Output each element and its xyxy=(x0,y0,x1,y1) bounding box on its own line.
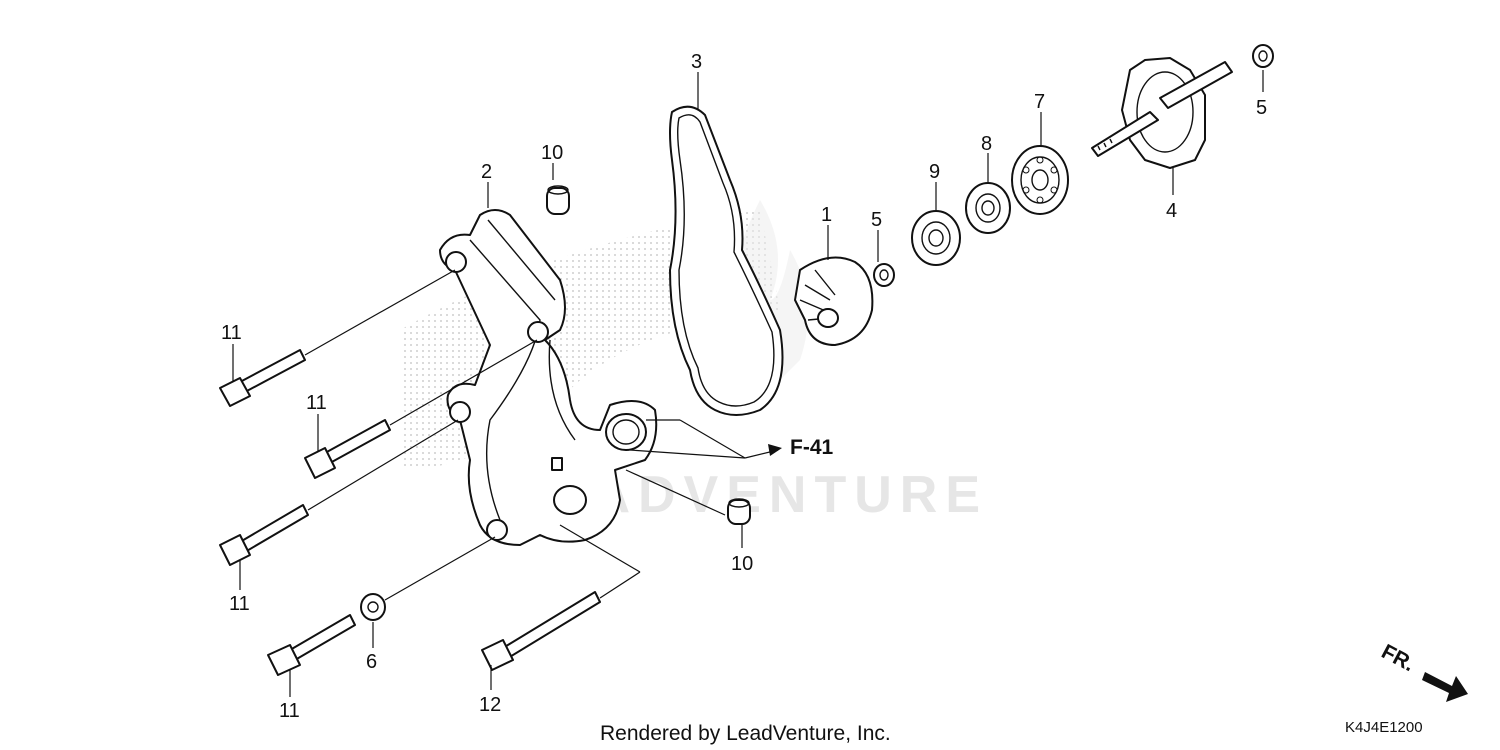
oil-seal-part xyxy=(965,182,1011,234)
bolt-part-11a xyxy=(219,349,306,407)
footer-credit: Rendered by LeadVenture, Inc. xyxy=(600,722,891,745)
washer-part-6 xyxy=(360,593,386,621)
callout-2: 2 xyxy=(481,161,492,183)
watermark-logo xyxy=(733,200,808,410)
front-direction-indicator: FR. xyxy=(1378,640,1468,702)
callout-12: 12 xyxy=(479,694,501,716)
callout-7: 7 xyxy=(1034,91,1045,113)
reference-arrow xyxy=(768,444,782,456)
callout-11-d: 11 xyxy=(279,700,300,722)
callout-11-c: 11 xyxy=(229,593,250,615)
front-arrow-icon xyxy=(1422,672,1468,702)
callout-11-a: 11 xyxy=(221,322,242,344)
seal-part xyxy=(911,210,961,266)
callout-8: 8 xyxy=(981,133,992,155)
gasket-part xyxy=(669,105,784,416)
bolt-part-11d xyxy=(267,614,356,676)
pump-cover-part xyxy=(439,209,658,546)
washer-part-b xyxy=(1252,44,1274,68)
callout-6: 6 xyxy=(366,651,377,673)
bolt-part-12 xyxy=(481,591,601,671)
diagram-code: K4J4E1200 xyxy=(1345,719,1423,736)
callout-10-top: 10 xyxy=(541,142,563,164)
callout-11-b: 11 xyxy=(306,392,327,414)
collar-part-b xyxy=(727,498,751,525)
callout-4: 4 xyxy=(1166,200,1177,222)
callout-9: 9 xyxy=(929,161,940,183)
callout-1: 1 xyxy=(821,204,832,226)
collar-part-a xyxy=(546,185,570,215)
callout-5-upper: 5 xyxy=(1256,97,1267,119)
washer-part-a xyxy=(873,263,895,287)
callout-3: 3 xyxy=(691,51,702,73)
shaft-gear-part xyxy=(1091,57,1233,169)
leader-lines xyxy=(232,70,1264,697)
section-reference[interactable]: F-41 xyxy=(790,436,834,459)
bolt-part-11c xyxy=(219,504,309,566)
impeller-part xyxy=(794,256,874,346)
callout-10-bottom: 10 xyxy=(731,553,753,575)
callout-5-lower: 5 xyxy=(871,209,882,231)
front-direction-label: FR. xyxy=(1378,640,1419,676)
bearing-part xyxy=(1011,145,1069,215)
bolt-part-11b xyxy=(304,419,391,479)
